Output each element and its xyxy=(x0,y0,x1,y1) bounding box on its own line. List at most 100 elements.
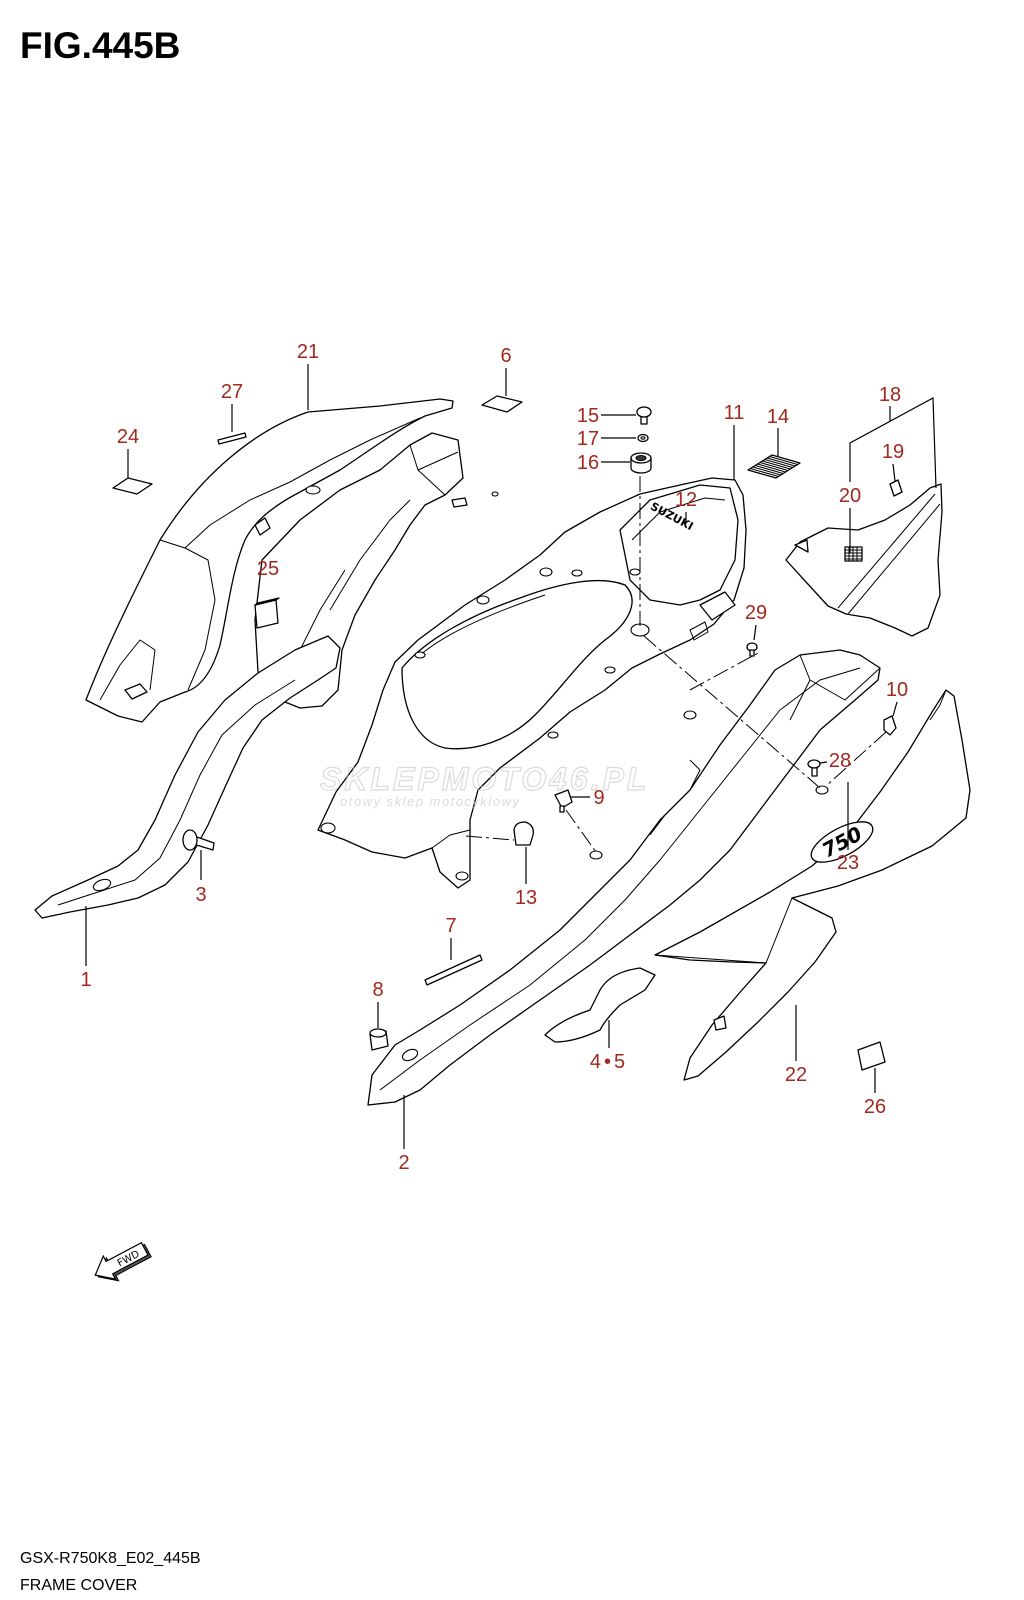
callout-9: 9 xyxy=(593,787,604,809)
part-13-grommet xyxy=(513,821,534,846)
callout-16: 16 xyxy=(577,452,599,474)
part-17-washer-hole xyxy=(640,436,646,440)
part-24-pad xyxy=(112,477,153,495)
callout-12: 12 xyxy=(675,489,697,511)
part-11-bracket-line xyxy=(431,829,471,849)
part-20-outline xyxy=(785,483,943,637)
callout-28: 28 xyxy=(829,750,851,772)
part-21-top-edge-line xyxy=(184,417,421,549)
ref-line-grommet-13 xyxy=(465,835,515,841)
part-1-left-rail-cover xyxy=(34,635,341,919)
part-8-grommet-top xyxy=(369,1028,387,1038)
callouts: 21 6 27 18 24 15 17 16 11 14 19 12 20 25… xyxy=(80,341,908,1174)
part-11-hole-h xyxy=(547,731,559,739)
callout-1: 1 xyxy=(80,969,91,991)
part-14-hatch xyxy=(750,456,798,477)
part-11-hole-b xyxy=(571,569,583,577)
watermark-tagline: otowy sklep motocyklowy xyxy=(340,794,520,809)
part-22-tab xyxy=(713,1015,727,1031)
callout-11: 11 xyxy=(724,402,745,424)
callout-25: 25 xyxy=(257,558,279,580)
part-21-left-cover xyxy=(85,398,454,723)
part-2-right-rail-cover xyxy=(367,649,881,1106)
part-19-clip xyxy=(889,479,903,497)
left-inner-bracket-strut xyxy=(299,499,411,651)
left-inner-bracket-outline xyxy=(254,432,464,709)
leader-lines xyxy=(85,364,937,1149)
part-25-pad-edge xyxy=(254,597,280,606)
callout-7: 7 xyxy=(445,915,456,937)
part-2-step-line xyxy=(649,759,701,836)
part-11-hole-f xyxy=(476,595,490,605)
ref-line-tail-diagonal xyxy=(643,635,821,789)
part-2-hole-upper xyxy=(683,710,697,720)
part-1-inner-line xyxy=(57,679,296,906)
part-27-strip xyxy=(217,432,247,445)
left-inner-bracket-stud xyxy=(451,497,468,508)
part-7-strip xyxy=(424,954,483,986)
part-2-duct-edge xyxy=(789,654,881,721)
callout-8: 8 xyxy=(372,979,383,1001)
part-2-hole-mid xyxy=(589,850,603,860)
part-21-tab xyxy=(254,517,271,536)
callout-10: 10 xyxy=(886,679,908,701)
part-4-5-cushion xyxy=(544,967,656,1043)
part-2-rail-line xyxy=(379,667,861,1091)
part-2-hole-front xyxy=(401,1048,419,1062)
part-22-top-edge xyxy=(929,689,947,721)
left-inner-bracket-small-hole xyxy=(491,491,499,497)
part-21-fold-line xyxy=(159,539,216,691)
small-parts xyxy=(112,395,903,1071)
part-15-screw-head xyxy=(636,406,652,418)
ref-line-clip-10 xyxy=(825,731,887,787)
callout-22: 22 xyxy=(785,1064,807,1086)
ref-line-clip-9 xyxy=(565,809,597,853)
footer-caption: FRAME COVER xyxy=(20,1577,137,1594)
part-11-rim-line xyxy=(419,594,546,656)
callout-18: 18 xyxy=(879,384,901,406)
leader-19 xyxy=(892,463,896,482)
footer-model-code: GSX-R750K8_E02_445B xyxy=(20,1550,201,1567)
part-22-side-cover: 750 xyxy=(654,689,971,1081)
part-11-panel-inner-line xyxy=(631,497,726,541)
part-22-fold-line xyxy=(654,897,793,964)
callout-19: 19 xyxy=(882,441,904,463)
part-1-hole xyxy=(92,878,112,892)
part-16-grommet-hole xyxy=(635,455,647,461)
callout-13: 13 xyxy=(515,887,537,909)
callout-29: 29 xyxy=(745,602,767,624)
part-20-inner-cover xyxy=(785,483,943,637)
part-2-hole-rear xyxy=(815,785,829,795)
leader-28 xyxy=(819,761,828,764)
part-11-hole-a xyxy=(539,567,553,577)
callout-15: 15 xyxy=(577,405,599,427)
callout-27: 27 xyxy=(221,381,243,403)
part-11-hole-g xyxy=(414,651,426,659)
part-20-ridge-line xyxy=(837,493,941,615)
watermark-brand: SKLEPMOTO46.PL xyxy=(320,761,649,797)
part-10-clip xyxy=(883,715,897,736)
part-11-tail-cover: SUZUKI xyxy=(317,477,747,889)
part-20-tab xyxy=(794,539,809,553)
part-29-screw-shaft xyxy=(749,649,755,657)
leader-10 xyxy=(892,701,898,717)
callout-26: 26 xyxy=(864,1096,886,1118)
part-1-outline xyxy=(34,635,341,919)
callout-4-5: 4•5 xyxy=(590,1051,628,1073)
callout-6: 6 xyxy=(500,345,511,367)
part-6-pad xyxy=(481,395,523,413)
part-9-clip-shaft xyxy=(559,805,565,813)
callout-23: 23 xyxy=(837,852,859,874)
callout-2: 2 xyxy=(398,1152,409,1174)
part-21-slot xyxy=(124,683,148,700)
figure-title: FIG.445B xyxy=(20,25,180,66)
part-11-hole-i xyxy=(320,822,336,834)
part-11-seat-opening xyxy=(401,579,633,750)
part-22-outline xyxy=(654,689,971,1081)
part-21-nose-line xyxy=(99,639,156,701)
leader-18-bracket xyxy=(849,397,937,489)
part-11-side-vent xyxy=(699,591,736,621)
part-11-hole-e xyxy=(604,666,616,674)
callout-20: 20 xyxy=(839,485,861,507)
